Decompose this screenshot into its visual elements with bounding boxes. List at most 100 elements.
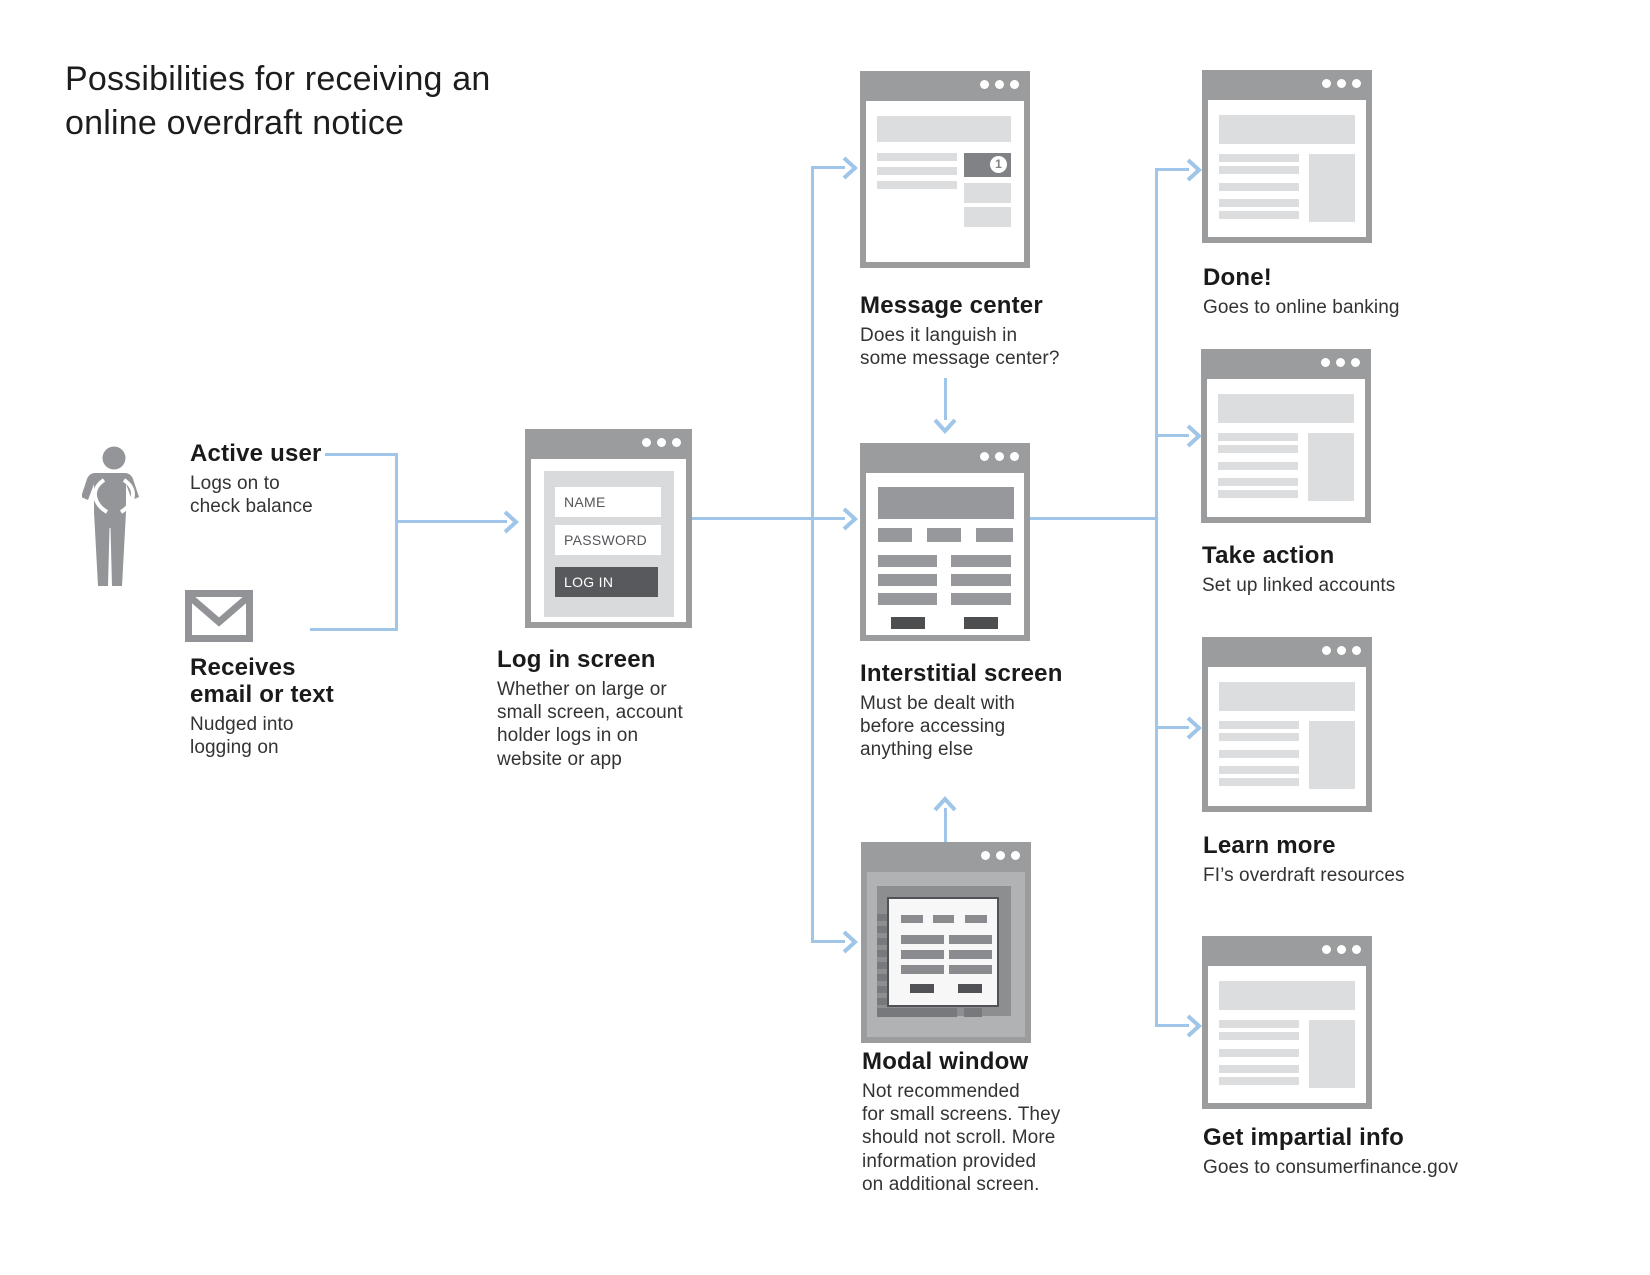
placeholder-header (1219, 682, 1355, 711)
name-field: NAME (555, 487, 661, 517)
impartial-info-window-body (1208, 966, 1366, 1103)
arrow-right-icon (503, 510, 519, 534)
connector-line (944, 808, 947, 842)
placeholder-line (949, 935, 992, 944)
learn-more-caption: Learn more FI’s overdraft resources (1203, 832, 1523, 887)
done-desc: Goes to online banking (1203, 297, 1400, 319)
placeholder-line (1219, 721, 1299, 729)
dimmed-stripe (877, 962, 888, 969)
take-action-desc: Set up linked accounts (1202, 575, 1396, 597)
interstitial-window (860, 443, 1030, 641)
connector-line (1155, 168, 1158, 1026)
window-dots-icon (981, 851, 1020, 860)
arrow-right-icon (1186, 1014, 1202, 1038)
placeholder-aside (1309, 721, 1355, 789)
email-desc: Nudged into logging on (190, 714, 294, 759)
take-action-window-body (1207, 379, 1365, 517)
placeholder-box (964, 183, 1011, 203)
arrow-right-icon (1186, 158, 1202, 182)
arrow-right-icon (1186, 716, 1202, 740)
unread-message-box: 1 (964, 153, 1011, 177)
login-label: Log in screen (497, 646, 656, 673)
person-icon (82, 446, 139, 586)
email-caption: Receives email or text Nudged into loggi… (190, 654, 510, 760)
interstitial-desc: Must be dealt with before accessing anyt… (860, 693, 1015, 761)
arrow-right-icon (842, 930, 858, 954)
placeholder-line (949, 950, 992, 959)
placeholder-line (1218, 433, 1298, 441)
placeholder-aside (1308, 433, 1354, 501)
login-form-panel: NAME PASSWORD LOG IN (544, 471, 674, 617)
connector-line (1030, 517, 1158, 520)
placeholder-line (1219, 778, 1299, 786)
interstitial-label: Interstitial screen (860, 660, 1063, 687)
placeholder-line (1219, 766, 1299, 774)
placeholder-line (877, 167, 957, 175)
dimmed-stripe (877, 914, 888, 921)
placeholder-line (877, 153, 957, 161)
learn-more-desc: FI’s overdraft resources (1203, 865, 1405, 887)
interstitial-body (866, 473, 1024, 635)
placeholder-line (901, 935, 944, 944)
connector-line (692, 517, 845, 520)
arrow-right-icon (842, 507, 858, 531)
placeholder-line (1219, 1020, 1299, 1028)
take-action-window (1201, 349, 1371, 523)
placeholder-line (1219, 154, 1299, 162)
arrow-up-icon (933, 796, 957, 812)
placeholder-line (1219, 1065, 1299, 1073)
placeholder-line (951, 593, 1011, 605)
modal-caption: Modal window Not recommended for small s… (862, 1048, 1182, 1196)
placeholder-line (949, 965, 992, 974)
connector-line (310, 628, 398, 631)
placeholder-button (910, 984, 934, 993)
message-center-body: 1 (866, 101, 1024, 262)
placeholder-line (901, 950, 944, 959)
done-window-body (1208, 100, 1366, 237)
dimmed-bar (964, 1008, 982, 1017)
arrow-right-icon (1186, 424, 1202, 448)
placeholder-box (964, 207, 1011, 227)
message-center-window: 1 (860, 71, 1030, 268)
placeholder-header (877, 116, 1011, 142)
placeholder-button (964, 617, 998, 629)
done-caption: Done! Goes to online banking (1203, 264, 1523, 319)
diagram-title: Possibilities for receiving an online ov… (65, 60, 491, 142)
window-dots-icon (1322, 646, 1361, 655)
placeholder-line (1218, 462, 1298, 470)
placeholder-tab (901, 915, 923, 923)
placeholder-aside (1309, 154, 1355, 222)
placeholder-aside (1309, 1020, 1355, 1088)
login-caption: Log in screen Whether on large or small … (497, 646, 817, 771)
placeholder-tab (927, 528, 961, 542)
placeholder-line (877, 181, 957, 189)
done-window (1202, 70, 1372, 243)
placeholder-button (891, 617, 925, 629)
dimmed-stripe (877, 926, 888, 933)
modal-dialog (887, 897, 999, 1007)
window-dots-icon (642, 438, 681, 447)
dimmed-stripe (877, 986, 888, 993)
window-dots-icon (980, 452, 1019, 461)
placeholder-header (1219, 981, 1355, 1010)
placeholder-line (951, 574, 1011, 586)
window-dots-icon (1322, 79, 1361, 88)
modal-window-body (867, 872, 1025, 1037)
unread-count-badge: 1 (990, 156, 1007, 173)
dimmed-stripe (877, 974, 888, 981)
placeholder-button (958, 984, 982, 993)
message-center-label: Message center (860, 292, 1043, 319)
placeholder-line (1219, 199, 1299, 207)
login-desc: Whether on large or small screen, accoun… (497, 679, 683, 770)
connector-line (395, 453, 398, 631)
placeholder-line (901, 965, 944, 974)
active-user-label: Active user (190, 440, 322, 467)
arrow-right-icon (842, 156, 858, 180)
placeholder-tab (933, 915, 954, 923)
placeholder-tab (976, 528, 1013, 542)
placeholder-header (878, 487, 1014, 519)
placeholder-tab (878, 528, 912, 542)
connector-line (325, 453, 398, 456)
placeholder-line (1219, 733, 1299, 741)
